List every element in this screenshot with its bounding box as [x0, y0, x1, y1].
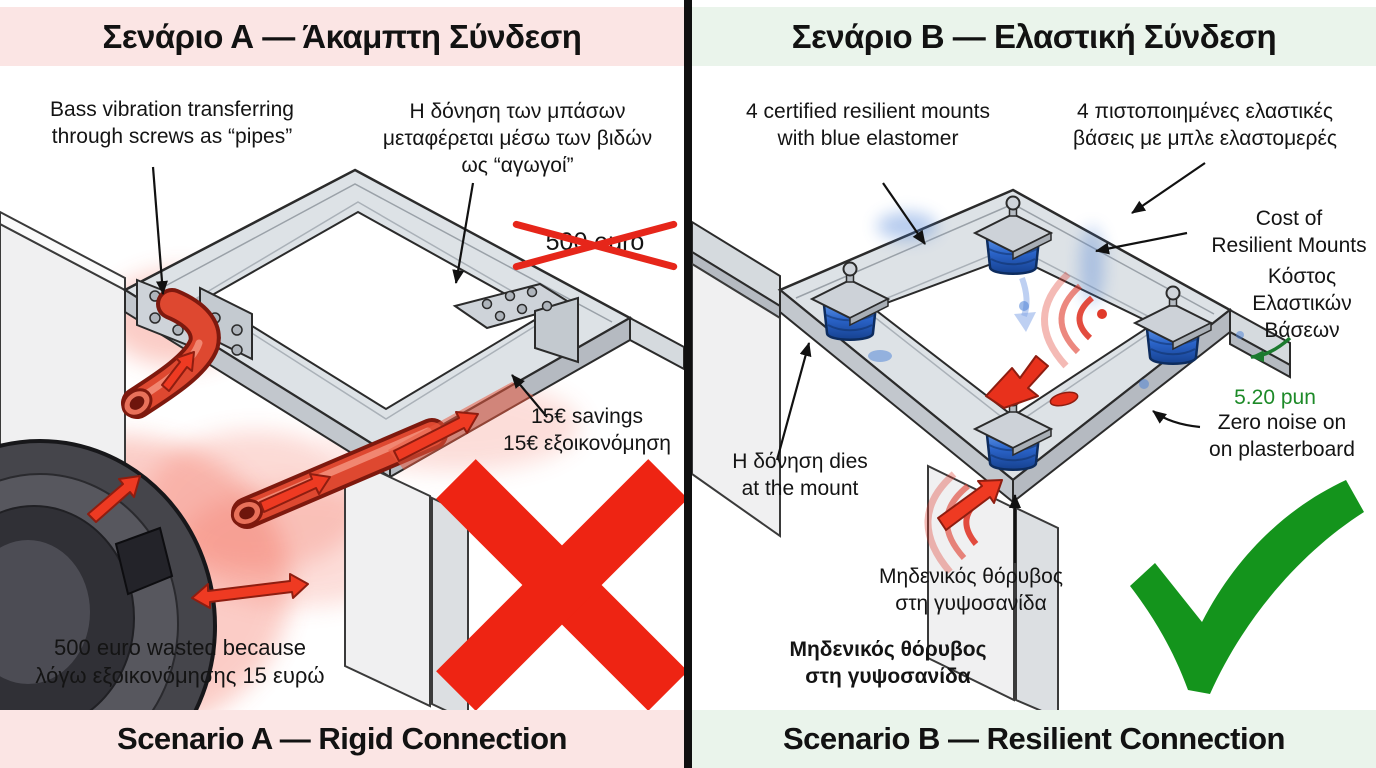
pointer-savings [511, 374, 548, 418]
annotation-zero-noise-gr-bold: Μηδενικός θόρυβος στη γυψοσανίδα [789, 638, 987, 688]
scenario-b-title-greek: Σενάριο Β — Ελαστική Σύνδεση [791, 17, 1277, 55]
annotation-savings: 15€ savings 15€ εξοικονόμηση [503, 405, 671, 455]
sound-wave-arcs-right [1041, 271, 1107, 369]
annotation-vibration-dies: Η δόνηση dies at the mount [732, 450, 868, 500]
resilient-mount [972, 195, 1054, 275]
scenario-b-title-english: Scenario B — Resilient Connection [783, 721, 1285, 756]
vibration-pipe-lower [230, 382, 534, 529]
annotation-lines [775, 162, 1206, 563]
resilient-connection-illustration [692, 162, 1364, 711]
resilient-metal-frame [777, 188, 1291, 505]
vibration-arrow [87, 475, 141, 523]
vibration-pipe-upper [121, 288, 221, 419]
crossed-price: 500 euro [511, 220, 679, 271]
pointer-bass-gr [452, 182, 475, 284]
vibration-arrow [259, 473, 331, 513]
pointer-vibration-dies [775, 342, 812, 461]
annotation-mounts-gr: 4 πιστοποιημένες ελαστικές βάσεις με μπλ… [1073, 100, 1337, 150]
green-check-icon [1130, 480, 1364, 694]
scenario-a-title-greek: Σενάριο Α — Άκαμπτη Σύνδεση [102, 17, 582, 55]
scenario-a-header: Σενάριο Α — Άκαμπτη Σύνδεση [0, 7, 684, 66]
scenario-a-footer: Scenario A — Rigid Connection [0, 710, 684, 768]
wall-panel-left [692, 220, 781, 538]
speaker-icon [0, 439, 217, 711]
annotation-cost-gr: Κόστος Ελαστικών Βάσεων [1252, 265, 1352, 342]
annotation-lines [151, 166, 548, 418]
pointer-cost-green-arrow [1250, 336, 1292, 363]
annotation-bass-vibration-en: Bass vibration transferring through scre… [50, 98, 294, 148]
annotation-zero-noise-gr: Μηδενικός θόρυβος στη γυψοσανίδα [879, 565, 1063, 615]
vibration-arrow [161, 351, 195, 392]
annotation-price: 5.20 pun [1234, 386, 1316, 409]
pointer-mounts-en [882, 182, 926, 245]
pointer-cost [1095, 231, 1188, 255]
annotation-cost-en: Cost of Resilient Mounts [1211, 207, 1367, 257]
pointer-zero-noise [1152, 410, 1201, 429]
scenario-b-footer: Scenario B — Resilient Connection [692, 710, 1376, 768]
dying-vibration-center [985, 355, 1079, 409]
scenario-a-title-english: Scenario A — Rigid Connection [117, 721, 567, 756]
corner-bracket-right [452, 282, 579, 364]
red-cross-icon [436, 459, 684, 711]
resilient-mounts [809, 195, 1214, 471]
panel-divider [684, 0, 692, 768]
pointer-mounts-gr [1131, 162, 1206, 214]
pointer-bass-en [151, 166, 168, 295]
resilient-mount [809, 261, 891, 341]
annotation-zero-noise-en: Zero noise on on plasterboard [1209, 411, 1355, 461]
rigid-connection-illustration [0, 166, 684, 711]
scenario-b-header: Σενάριο Β — Ελαστική Σύνδεση [692, 7, 1376, 66]
resilient-mount [1132, 285, 1214, 365]
annotation-bass-vibration-gr: Η δόνηση των μπάσων μεταφέρεται μέσω των… [382, 100, 653, 177]
annotation-wasted: 500 euro wasted because λόγω εξοικονόμησ… [35, 635, 325, 689]
vibration-arrow [393, 411, 479, 462]
vibration-arrow [937, 479, 1003, 531]
vibration-double-arrow [191, 573, 309, 609]
annotation-mounts-en: 4 certified resilient mounts with blue e… [746, 100, 990, 150]
